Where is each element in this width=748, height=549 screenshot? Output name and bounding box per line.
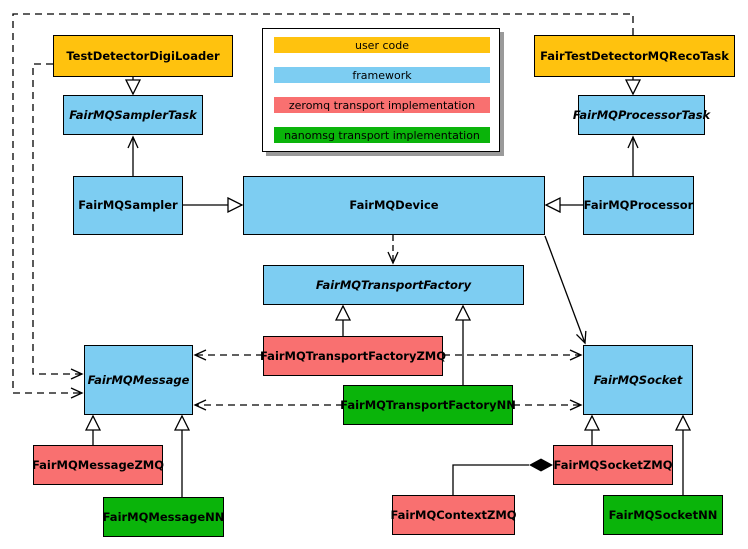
node-fairmq-message: FairMQMessage [84, 345, 193, 415]
node-fairmq-device: FairMQDevice [243, 176, 545, 235]
node-fairmq-transport-factory-zmq: FairMQTransportFactoryZMQ [260, 336, 446, 376]
legend-item-user-code: user code [274, 37, 490, 53]
composition-diamond-icon [529, 458, 553, 472]
node-fairmq-sampler: FairMQSampler [73, 176, 183, 235]
node-fairmq-socket-nn: FairMQSocketNN [603, 495, 723, 535]
node-fairmq-transport-factory-nn: FairMQTransportFactoryNN [340, 385, 516, 425]
node-fairmq-sampler-task: FairMQSamplerTask [63, 95, 203, 135]
composition-line-contextzmq-to-socketzmq [452, 464, 529, 495]
node-fair-test-detector-mq-reco-task: FairTestDetectorMQRecoTask [534, 35, 735, 77]
node-fairmq-socket: FairMQSocket [583, 345, 693, 415]
node-fairmq-context-zmq: FairMQContextZMQ [390, 495, 517, 535]
legend-item-framework: framework [274, 67, 490, 83]
association-device-to-socket [544, 235, 587, 345]
node-fairmq-transport-factory: FairMQTransportFactory [263, 265, 524, 305]
legend-item-nanomsg: nanomsg transport implementation [274, 127, 490, 143]
node-fairmq-socket-zmq: FairMQSocketZMQ [553, 445, 673, 485]
dependency-recotask-to-message [12, 13, 634, 399]
node-fairmq-processor-task: FairMQProcessorTask [573, 95, 710, 135]
dependency-digiloader-to-message [32, 63, 84, 380]
legend: user code framework zeromq transport imp… [262, 28, 500, 152]
node-fairmq-processor: FairMQProcessor [583, 176, 694, 235]
legend-item-zeromq: zeromq transport implementation [274, 97, 490, 113]
node-fairmq-message-zmq: FairMQMessageZMQ [32, 445, 164, 485]
node-fairmq-message-nn: FairMQMessageNN [103, 497, 224, 537]
node-test-detector-digi-loader: TestDetectorDigiLoader [53, 35, 233, 77]
